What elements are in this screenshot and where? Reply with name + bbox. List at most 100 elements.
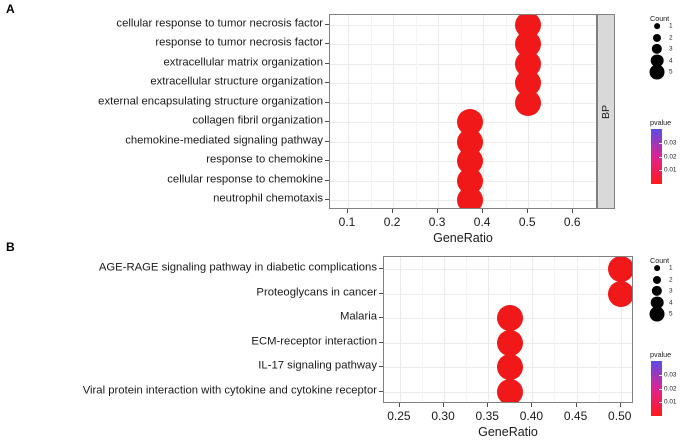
panel-b-category-labels: AGE-RAGE signaling pathway in diabetic c… — [0, 256, 377, 403]
panel-b: B AGE-RAGE signaling pathway in diabetic… — [0, 238, 688, 447]
x-axis-tick-label: 0.3 — [428, 215, 446, 229]
panel-b-plot-area — [383, 256, 633, 403]
category-label: collagen fibril organization — [192, 114, 323, 127]
category-label: Proteoglycans in cancer — [256, 286, 377, 299]
gridline-vertical — [621, 257, 622, 402]
data-point — [497, 378, 524, 402]
category-label: Viral protein interaction with cytokine … — [82, 384, 377, 397]
pvalue-legend-title: pvalue — [650, 350, 672, 359]
count-legend-label: 3 — [669, 45, 673, 53]
pvalue-colorbar-tick — [659, 143, 662, 145]
pvalue-colorbar-label: 0.03 — [664, 139, 677, 147]
data-point — [497, 305, 524, 332]
gridline-vertical — [488, 257, 489, 402]
count-legend-dot — [652, 275, 662, 284]
panel-a-category-labels: cellular response to tumor necrosis fact… — [0, 14, 323, 209]
category-label: Malaria — [339, 310, 377, 323]
x-axis-tick — [443, 403, 444, 407]
gridline-vertical — [466, 257, 467, 402]
pvalue-colorbar — [651, 361, 662, 416]
panel-a-letter: A — [6, 2, 15, 16]
data-point — [607, 280, 632, 307]
y-axis-tick — [325, 23, 329, 25]
gridline-vertical — [393, 15, 394, 208]
gridline-vertical — [551, 15, 552, 208]
gridline-vertical — [577, 257, 578, 402]
count-legend-label: 5 — [669, 68, 673, 76]
pvalue-colorbar-label: 0.01 — [664, 166, 677, 174]
y-axis-tick — [325, 179, 329, 181]
count-legend-dot — [654, 265, 660, 271]
count-legend-label: 2 — [669, 34, 673, 41]
pvalue-colorbar-label: 0.02 — [664, 385, 677, 392]
count-legend-dot — [649, 306, 665, 322]
panel-b-axis-title: GeneRatio — [478, 425, 538, 439]
pvalue-legend-title: pvalue — [650, 118, 672, 127]
category-label: extracellular structure organization — [150, 75, 323, 88]
gridline-vertical — [371, 15, 372, 208]
y-axis-tick — [379, 317, 383, 319]
pvalue-colorbar-tick — [659, 388, 662, 390]
gridline-horizontal — [330, 83, 596, 84]
gridline-vertical — [400, 257, 401, 402]
facet-strip-label: BP — [600, 104, 612, 119]
count-legend-label: 1 — [669, 264, 673, 272]
gridline-vertical — [532, 257, 533, 402]
pvalue-colorbar-label: 0.02 — [664, 153, 677, 160]
x-axis-tick-label: 0.2 — [383, 215, 401, 229]
panel-b-letter: B — [6, 240, 15, 254]
x-axis-tick — [487, 403, 488, 407]
x-axis-tick — [399, 403, 400, 407]
gridline-vertical — [483, 15, 484, 208]
count-legend-label: 5 — [669, 310, 673, 318]
category-label: AGE-RAGE signaling pathway in diabetic c… — [98, 261, 377, 274]
count-legend-label: 3 — [669, 287, 673, 295]
gridline-vertical — [348, 15, 349, 208]
y-axis-tick — [379, 341, 383, 343]
x-axis-tick-label: 0.1 — [338, 215, 356, 229]
gridline-horizontal — [384, 269, 632, 270]
x-axis-tick — [392, 209, 393, 213]
category-label: cellular response to chemokine — [167, 173, 323, 186]
y-axis-tick — [325, 140, 329, 142]
panel-a-axis-title: GeneRatio — [433, 231, 493, 245]
y-axis-tick — [325, 121, 329, 123]
count-legend-label: 4 — [669, 299, 673, 306]
x-axis-tick — [347, 209, 348, 213]
pvalue-colorbar-tick — [659, 401, 662, 403]
count-legend-dot — [651, 43, 663, 55]
count-legend-dot — [649, 64, 665, 80]
category-label: ECM-receptor interaction — [251, 335, 377, 348]
data-point — [456, 187, 483, 208]
count-legend-label: 1 — [669, 22, 673, 30]
gridline-vertical — [444, 257, 445, 402]
pvalue-colorbar-tick — [659, 375, 662, 377]
x-axis-tick — [620, 403, 621, 407]
gridline-horizontal — [330, 25, 596, 26]
gridline-vertical — [422, 257, 423, 402]
count-legend-dot — [650, 296, 664, 309]
x-axis-tick-label: 0.45 — [563, 409, 588, 423]
pvalue-colorbar-label: 0.03 — [664, 371, 677, 379]
data-point — [497, 329, 524, 356]
category-label: neutrophil chemotaxis — [213, 192, 323, 205]
category-label: IL-17 signaling pathway — [258, 359, 377, 372]
x-axis-tick-label: 0.40 — [519, 409, 544, 423]
gridline-vertical — [573, 15, 574, 208]
y-axis-tick — [325, 43, 329, 45]
y-axis-tick — [379, 292, 383, 294]
x-axis-tick — [531, 403, 532, 407]
x-axis-tick-label: 0.35 — [475, 409, 499, 423]
panel-a-facet-strip: BP — [597, 14, 615, 209]
x-axis-tick-label: 0.6 — [563, 215, 581, 229]
pvalue-colorbar-tick — [659, 169, 662, 171]
data-point — [515, 89, 542, 116]
category-label: cellular response to tumor necrosis fact… — [116, 17, 323, 30]
data-point — [497, 354, 524, 381]
pvalue-colorbar-tick — [659, 156, 662, 158]
x-axis-tick-label: 0.50 — [608, 409, 632, 423]
x-axis-tick-label: 0.5 — [518, 215, 536, 229]
gridline-horizontal — [330, 64, 596, 65]
y-axis-tick — [325, 101, 329, 103]
